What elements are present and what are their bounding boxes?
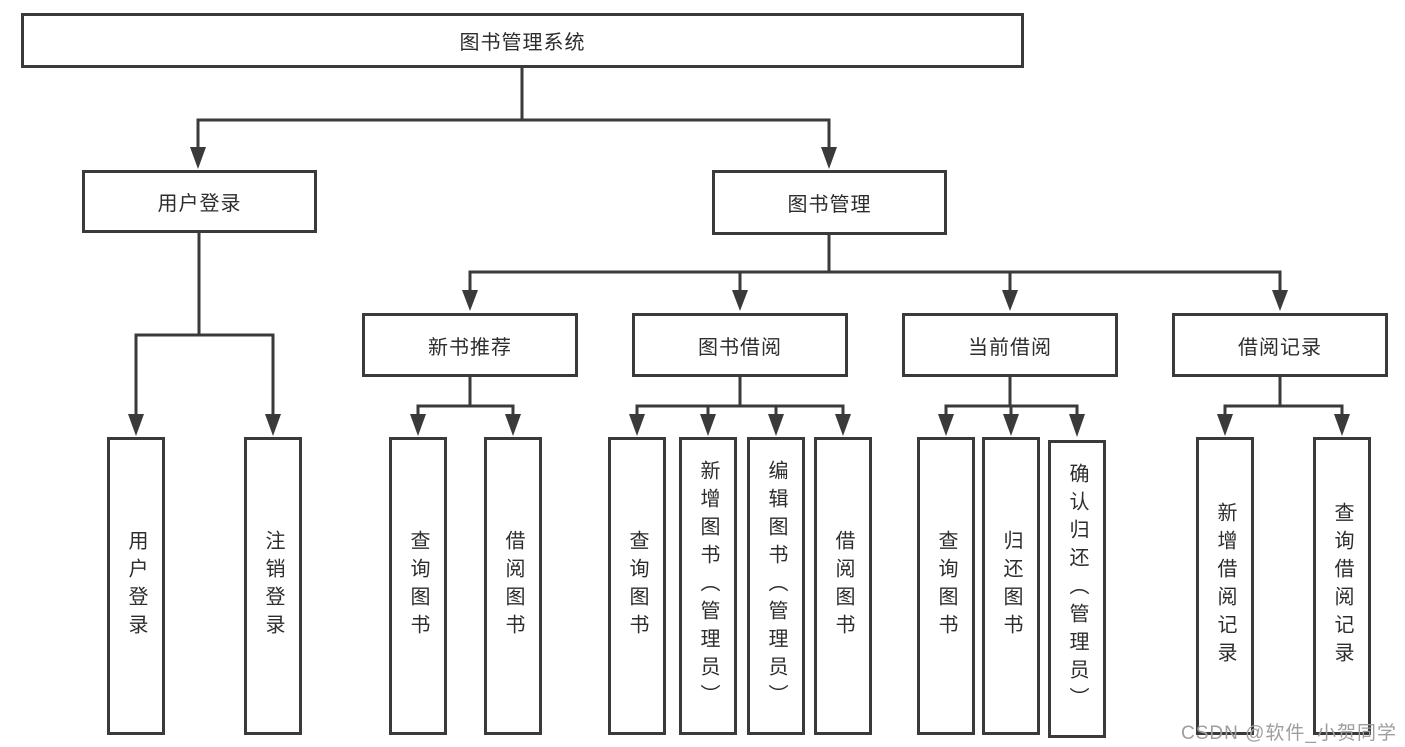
leaf-edit-books-admin: 编辑图书（管理员） [747,437,805,735]
leaf-query-books: 查询图书 [608,437,666,735]
leaf-label: 确认归还（管理员） [1066,463,1088,715]
node-user-login: 用户登录 [82,170,317,233]
node-label: 新书推荐 [428,336,512,359]
node-label: 借阅记录 [1238,336,1322,359]
leaf-label: 注销登录 [262,530,284,642]
node-book-borrowing: 图书借阅 [632,313,848,377]
node-new-book-recommendation: 新书推荐 [362,313,578,377]
leaf-logout: 注销登录 [244,437,302,735]
leaf-label: 查询借阅记录 [1331,502,1353,670]
node-current-borrowing: 当前借阅 [902,313,1118,377]
leaf-user-login: 用户登录 [107,437,165,735]
leaf-label: 归还图书 [1000,530,1022,642]
node-label: 当前借阅 [968,336,1052,359]
leaf-borrow-books: 借阅图书 [814,437,872,735]
leaf-label: 新增图书（管理员） [697,460,719,712]
node-label: 图书借阅 [698,336,782,359]
leaf-query-books: 查询图书 [389,437,447,735]
leaf-label: 查询图书 [935,530,957,642]
leaf-query-books: 查询图书 [917,437,975,735]
node-borrowing-records: 借阅记录 [1172,313,1388,377]
leaf-label: 借阅图书 [832,530,854,642]
leaf-label: 新增借阅记录 [1214,502,1236,670]
leaf-confirm-return-admin: 确认归还（管理员） [1048,440,1106,738]
node-book-management: 图书管理 [712,170,947,235]
node-label: 图书管理系统 [459,32,586,54]
node-label: 图书管理 [787,194,872,216]
leaf-return-books: 归还图书 [982,437,1040,735]
leaf-label: 借阅图书 [502,530,524,642]
leaf-label: 用户登录 [125,530,147,642]
node-label: 用户登录 [157,193,242,215]
leaf-label: 查询图书 [626,530,648,642]
connector-stems [134,66,1344,418]
leaf-add-books-admin: 新增图书（管理员） [679,437,737,735]
csdn-watermark: CSDN @软件_小贺同学 [1181,723,1397,744]
arrowheads [128,147,1350,437]
node-root-library-system: 图书管理系统 [21,13,1024,68]
leaf-borrow-books: 借阅图书 [484,437,542,735]
leaf-add-borrow-record: 新增借阅记录 [1196,437,1254,735]
leaf-label: 查询图书 [407,530,429,642]
leaf-query-borrow-record: 查询借阅记录 [1313,437,1371,735]
leaf-label: 编辑图书（管理员） [765,460,787,712]
